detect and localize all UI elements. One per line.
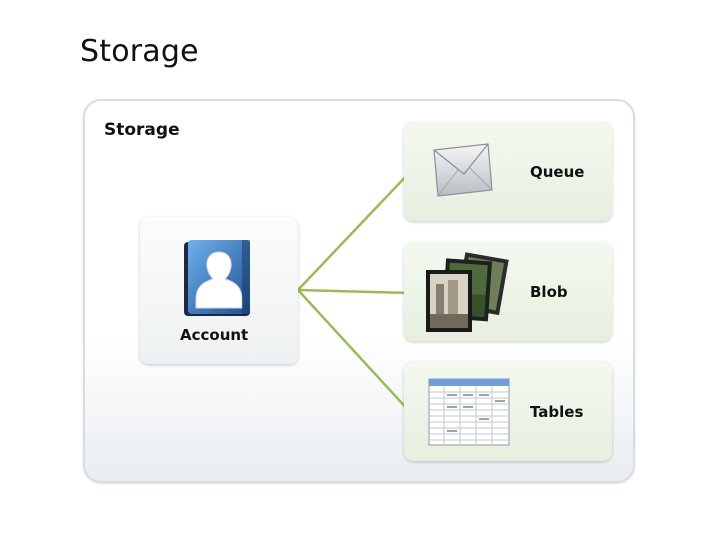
- blob-label: Blob: [530, 283, 568, 301]
- photo-stack-icon: [426, 252, 509, 332]
- queue-label: Queue: [530, 163, 585, 181]
- connector-tables: [297, 289, 411, 413]
- table-grid-icon: [428, 378, 510, 446]
- connector-blob: [297, 288, 411, 295]
- connector-queue: [297, 171, 411, 291]
- account-icon: [184, 240, 250, 316]
- storage-container-title: Storage: [104, 120, 180, 140]
- account-label: Account: [180, 326, 249, 344]
- mail-envelope-icon: [433, 143, 493, 197]
- slide-title: Storage: [80, 34, 199, 69]
- tables-label: Tables: [530, 403, 584, 421]
